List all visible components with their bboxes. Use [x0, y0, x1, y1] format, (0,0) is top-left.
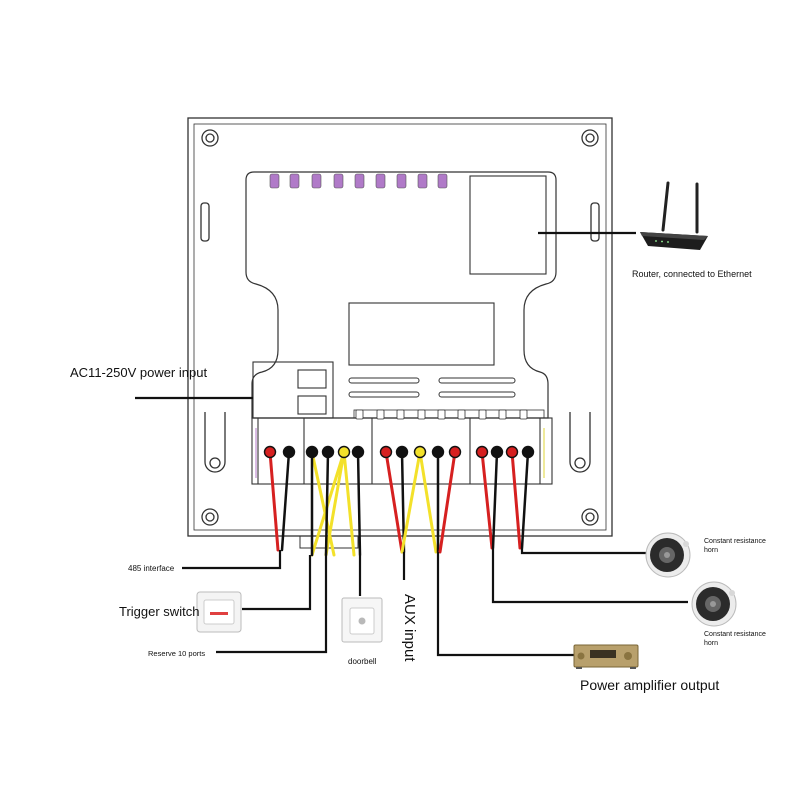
left-hook [204, 412, 226, 473]
doorbell-icon [341, 597, 383, 643]
circuit-board [245, 171, 557, 419]
terminal-screws [263, 445, 535, 459]
wire-horn-black-a [491, 450, 499, 550]
wire-door-yellow-a [342, 450, 356, 557]
label-485-interface: 485 interface [128, 564, 175, 573]
wire-485-red [268, 450, 280, 552]
terminal-tabs [355, 409, 528, 420]
left-slot [200, 202, 210, 242]
leader-horn-2 [491, 548, 688, 604]
wire-aux-red-b [438, 450, 457, 554]
wires [268, 450, 530, 557]
panel-inner-frame [193, 123, 607, 531]
label-horn-2: Constant resistance horn [704, 630, 794, 649]
wire-aux-red-a [384, 450, 404, 554]
label-horn-1-line2: horn [704, 547, 719, 555]
top-pins [269, 173, 448, 189]
wire-horn-black-b [520, 450, 530, 550]
label-reserve-ports: Reserve 10 ports [148, 649, 206, 658]
label-aux-input: AUX input [401, 594, 418, 662]
wire-door-yellow-b [310, 450, 336, 557]
vent-slots [348, 377, 516, 398]
leader-485 [182, 550, 282, 570]
leader-trigger [242, 555, 312, 611]
wire-horn-red-b [510, 450, 522, 550]
horn-icon [645, 532, 691, 578]
label-horn-1: Constant resistance horn [704, 537, 794, 556]
label-doorbell: doorbell [348, 657, 377, 666]
right-slot [590, 202, 600, 242]
board-window [348, 302, 495, 366]
power-connector [252, 361, 334, 419]
corner-screws [201, 129, 599, 526]
label-amplifier-output: Power amplifier output [580, 677, 720, 693]
wire-aux-yellow-b [418, 450, 438, 554]
label-horn-1-line1: Constant resistance [704, 538, 766, 545]
wire-aux-yellow-a [400, 450, 422, 554]
trigger-switch-icon [196, 591, 242, 633]
network-module [469, 175, 547, 275]
right-hook [569, 412, 591, 473]
leader-reserve [216, 555, 328, 654]
wire-black-b [324, 450, 330, 557]
router-icon [640, 181, 708, 250]
wire-horn-red-a [480, 450, 494, 550]
label-horn-2-line1: Constant resistance [704, 631, 766, 638]
horn-icon [691, 581, 737, 627]
leader-horn-1 [520, 548, 648, 555]
wire-485-black [280, 450, 291, 552]
wire-black-c [356, 450, 362, 557]
label-router: Router, connected to Ethernet [632, 269, 752, 279]
label-horn-2-line2: horn [704, 640, 719, 648]
label-power-input: AC11-250V power input [70, 365, 208, 380]
leader-amp [436, 552, 574, 657]
label-trigger-switch: Trigger switch [119, 604, 200, 619]
amplifier-icon [573, 644, 639, 669]
leader-lines [135, 231, 688, 657]
